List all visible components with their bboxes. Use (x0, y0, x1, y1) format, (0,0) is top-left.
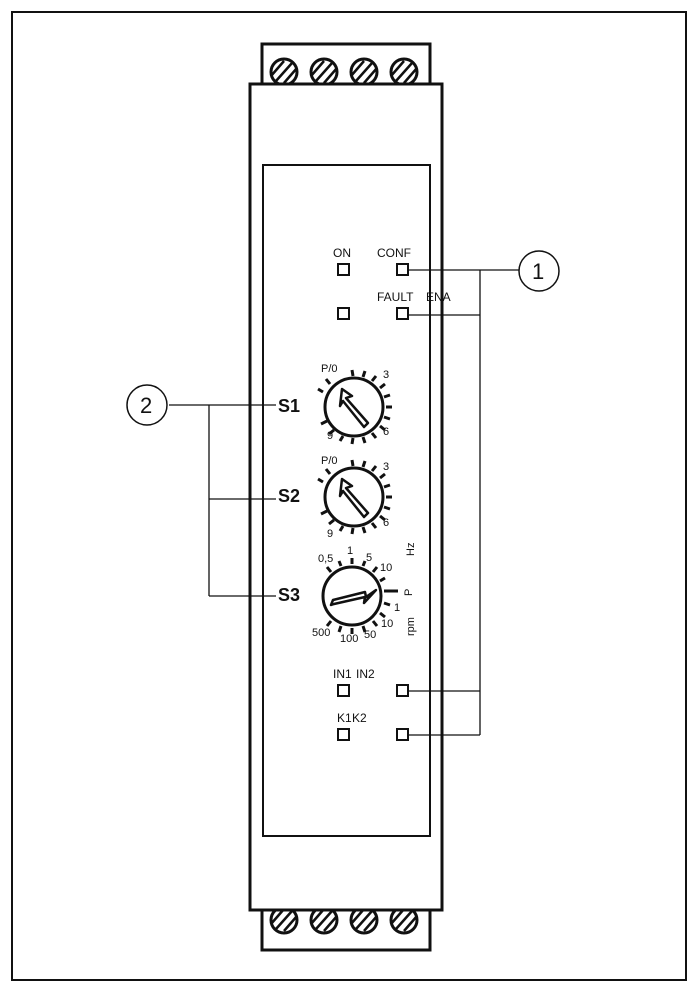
led-label-on: ON (333, 246, 351, 260)
top-terminal-block (260, 42, 432, 88)
s2-tick-6: 6 (383, 517, 389, 529)
s1-pointer (338, 387, 370, 429)
led-unlabeled (337, 307, 350, 320)
rotary-switch-s3[interactable]: S3 0,5 1 5 10 Hz P 1 10 rpm 50 100 5 (278, 543, 417, 645)
switch-label-s2: S2 (278, 486, 300, 506)
switch-label-s3: S3 (278, 585, 300, 605)
rotary-switch-s2[interactable]: S2 P/0 3 6 9 (278, 455, 392, 540)
s3-tick-1: 1 (347, 545, 353, 557)
led-label-in1: IN1 (333, 667, 352, 681)
s3-tick-100: 100 (340, 633, 358, 645)
led-in1 (337, 684, 350, 697)
led-on (337, 263, 350, 276)
led-label-k2: K2 (352, 711, 367, 725)
s3-scale-ticks (325, 558, 391, 634)
switch-label-s1: S1 (278, 396, 300, 416)
s2-scale-ticks (317, 459, 392, 535)
s3-tick-5: 5 (366, 552, 372, 564)
bottom-terminal-screw-4 (389, 905, 419, 935)
rotary-switch-s1[interactable]: S1 P/0 3 6 9 (278, 363, 392, 445)
callout-2: 2 (126, 384, 168, 426)
led-label-in2: IN2 (356, 667, 375, 681)
led-k1 (337, 728, 350, 741)
top-terminal-screw-3 (349, 57, 379, 87)
s2-pointer (338, 477, 370, 519)
led-k2 (396, 728, 409, 741)
s1-tick-3: 3 (383, 369, 389, 381)
s3-pointer (329, 588, 378, 607)
callout-1-number: 1 (532, 259, 544, 284)
s3-tick-1-rpm: 1 (394, 602, 400, 614)
led-label-fault: FAULT (377, 290, 414, 304)
bottom-terminal-screw-3 (349, 905, 379, 935)
top-terminal-screw-2 (309, 57, 339, 87)
top-terminal-screw-4 (389, 57, 419, 87)
s3-unit-hz: Hz (405, 543, 417, 556)
s3-tick-0-5: 0,5 (318, 553, 333, 565)
s1-tick-9: 9 (327, 430, 333, 442)
s1-tick-6: 6 (383, 426, 389, 438)
s3-unit-rpm: rpm (405, 617, 417, 636)
led-label-conf: CONF (377, 246, 411, 260)
callout-1-leaders (409, 269, 519, 736)
callout-1: 1 (518, 250, 560, 292)
s3-tick-10-hz: 10 (380, 562, 392, 574)
s3-tick-p: P (403, 589, 415, 596)
led-label-ena: ENA (426, 290, 451, 304)
led-in2 (396, 684, 409, 697)
top-terminal-screw-1 (269, 57, 299, 87)
s2-tick-p0: P/0 (321, 455, 338, 467)
s3-tick-10-rpm: 10 (381, 618, 393, 630)
s1-tick-p0: P/0 (321, 363, 338, 375)
callout-2-leaders (169, 404, 276, 597)
led-conf (396, 263, 409, 276)
outer-frame (11, 11, 687, 981)
led-label-k1: K1 (337, 711, 352, 725)
s1-scale-ticks (317, 369, 392, 445)
bottom-terminal-block (260, 904, 432, 952)
callout-2-number: 2 (140, 393, 152, 418)
s2-tick-9: 9 (327, 528, 333, 540)
s2-tick-3: 3 (383, 461, 389, 473)
s3-tick-500: 500 (312, 627, 330, 639)
led-fault-ena (396, 307, 409, 320)
s3-tick-50: 50 (364, 629, 376, 641)
